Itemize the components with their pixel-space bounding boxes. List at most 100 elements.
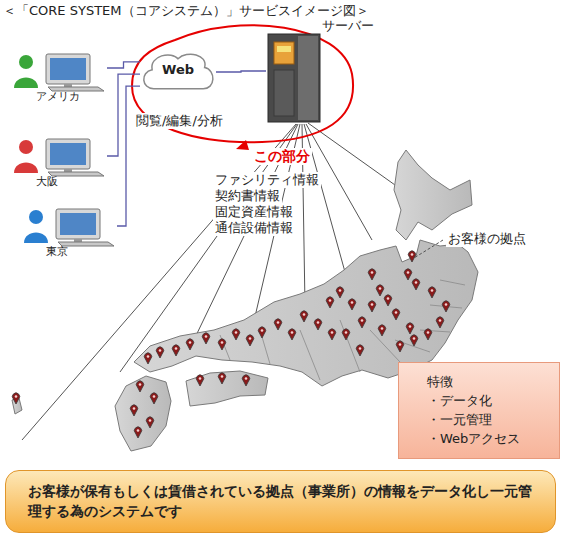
server-box: サーバー — [266, 18, 376, 124]
site-pin — [258, 327, 265, 338]
pin-dot — [277, 321, 280, 324]
pin-head — [328, 329, 335, 340]
pin-dot — [381, 327, 384, 330]
info-item: 契約書情報 — [213, 188, 282, 204]
pin-dot — [199, 377, 202, 380]
server-panel — [274, 42, 294, 64]
site-pin — [442, 301, 449, 312]
site-pin — [130, 405, 137, 416]
pin-head — [172, 345, 179, 356]
pin-head — [246, 335, 253, 346]
pin-head — [342, 329, 349, 340]
monitor-frame — [56, 209, 100, 239]
feature-item: ・Webアクセス — [427, 430, 545, 449]
pin-dot — [439, 319, 442, 322]
pin-head — [378, 325, 385, 336]
summary-text: お客様が保有もしくは賃借されている拠点（事業所）の情報をデータ化し一元管理する為… — [28, 481, 533, 522]
annotation-label: お客様の拠点 — [446, 231, 528, 247]
client-computer: 東京 — [22, 205, 117, 265]
pin-dot — [189, 341, 192, 344]
pin-head — [274, 319, 281, 330]
site-pin — [326, 297, 333, 308]
location-label: 東京 — [46, 245, 113, 259]
site-pin — [136, 381, 143, 392]
pin-head — [384, 295, 391, 306]
info-item: 固定資産情報 — [213, 204, 295, 220]
pin-dot — [149, 419, 152, 422]
pin-head — [424, 329, 431, 340]
pin-head — [404, 269, 411, 280]
site-pin — [410, 335, 417, 346]
pin-dot — [409, 325, 412, 328]
site-pin — [368, 301, 375, 312]
connector-line — [117, 86, 140, 226]
pin-head — [202, 333, 209, 344]
feature-heading: 特徴 — [427, 373, 545, 392]
pin-head — [232, 329, 239, 340]
site-pin — [144, 353, 151, 364]
person-body — [24, 233, 48, 244]
computer-illustration — [22, 205, 117, 265]
feature-item: ・一元管理 — [427, 411, 545, 430]
pin-head — [12, 393, 19, 404]
pin-head — [150, 393, 157, 404]
site-pins — [12, 251, 449, 438]
pin-dot — [205, 335, 208, 338]
site-pin — [274, 319, 281, 330]
server-side — [298, 36, 318, 120]
site-pin — [368, 269, 375, 280]
pin-head — [300, 311, 307, 322]
pin-dot — [291, 331, 294, 334]
pin-dot — [153, 395, 156, 398]
site-pin — [408, 251, 415, 262]
pin-head — [136, 381, 143, 392]
pin-dot — [175, 347, 178, 350]
site-pin — [196, 375, 203, 386]
site-pin — [202, 333, 209, 344]
monitor-frame — [46, 54, 90, 84]
monitor-screen — [50, 143, 86, 165]
pin-dot — [331, 331, 334, 334]
node-text: Web — [154, 62, 202, 78]
person-body — [14, 163, 38, 174]
site-pin — [412, 279, 419, 290]
pin-dot — [137, 429, 140, 432]
pin-head — [436, 317, 443, 328]
site-pin — [384, 295, 391, 306]
site-pin — [396, 341, 403, 352]
pin-head — [144, 353, 151, 364]
site-pin — [186, 339, 193, 350]
pin-dot — [351, 301, 354, 304]
site-pin — [300, 311, 307, 322]
pin-head — [218, 373, 225, 384]
pin-dot — [413, 337, 416, 340]
monitor-screen — [60, 213, 96, 235]
pin-head — [242, 375, 249, 386]
pin-head — [134, 427, 141, 438]
connector-line — [216, 71, 266, 72]
info-item: 通信設備情報 — [213, 220, 295, 236]
site-pin — [134, 427, 141, 438]
highlight-label: この部分 — [252, 148, 312, 165]
pin-dot — [221, 341, 224, 344]
site-pin — [428, 287, 435, 298]
pin-dot — [431, 289, 434, 292]
pin-head — [218, 339, 225, 350]
diagram-title: ＜「CORE SYSTEM（コアシステム）」サービスイメージ図＞ — [3, 3, 369, 19]
site-pin — [172, 345, 179, 356]
pin-dot — [379, 287, 382, 290]
pin-dot — [159, 349, 162, 352]
pin-dot — [371, 271, 374, 274]
pin-head — [376, 285, 383, 296]
pin-head — [368, 269, 375, 280]
hokkaido — [394, 150, 472, 240]
site-pin — [218, 373, 225, 384]
pin-dot — [147, 355, 150, 358]
site-pin — [356, 345, 363, 356]
leader-line — [414, 240, 443, 258]
connector-line — [107, 62, 140, 68]
pin-head — [288, 329, 295, 340]
pin-head — [186, 339, 193, 350]
pin-dot — [361, 319, 364, 322]
pin-dot — [261, 329, 264, 332]
